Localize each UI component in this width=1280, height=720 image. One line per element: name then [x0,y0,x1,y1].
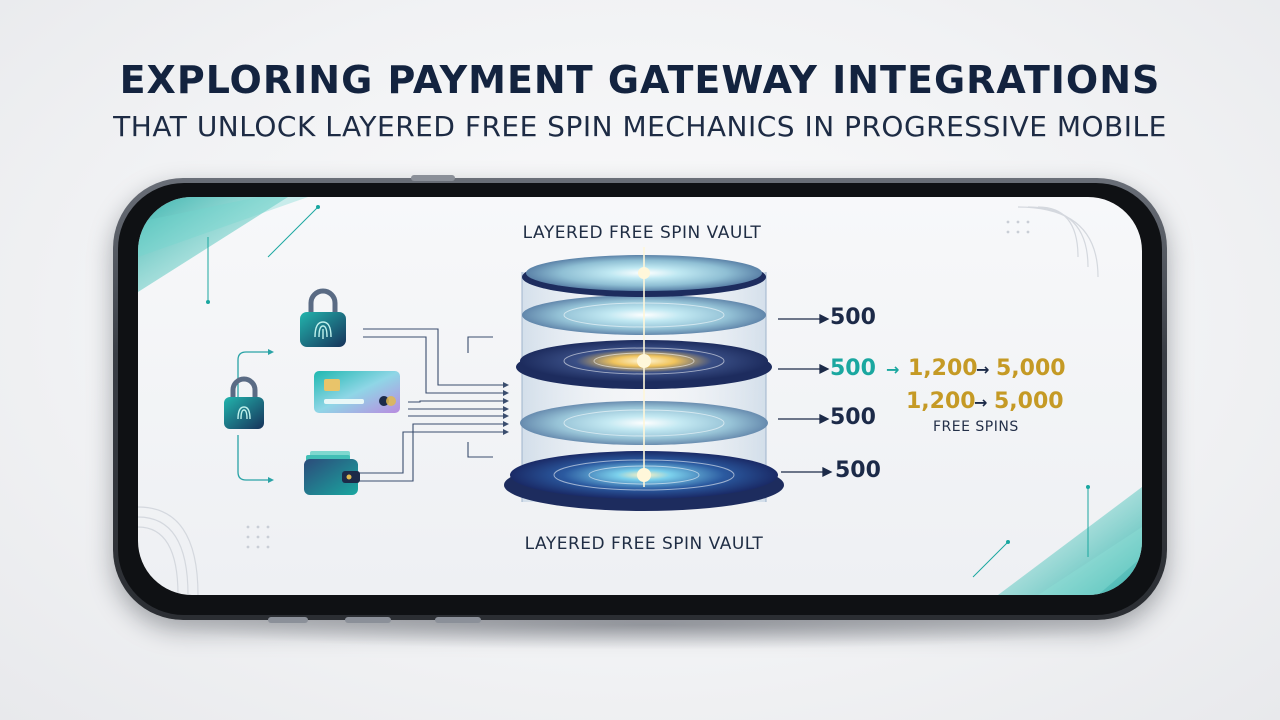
vault-top-label: LAYERED FREE SPIN VAULT [522,223,762,243]
output-row5-value: 500 [835,458,881,483]
output-row2-value-b: 1,200 [908,356,978,381]
page-subtitle: THAT UNLOCK LAYERED FREE SPIN MECHANICS … [113,110,1167,143]
output-row3-value-a: 1,200 [906,389,976,414]
credit-card-icon[interactable] [314,369,402,419]
free-spins-caption: FREE SPINS [933,419,1019,435]
phone-bezel: LAYERED FREE SPIN VAULT LAYERED FREE SPI… [118,183,1162,615]
fingerprint-padlock-icon[interactable] [298,287,348,353]
output-row2-value-a: 500 [830,356,876,381]
output-row1-value: 500 [830,305,876,330]
wallet-icon[interactable] [302,449,364,501]
arrow-icon: → [976,360,990,379]
output-row3-value-b: 5,000 [994,389,1064,414]
phone-top-button[interactable] [411,175,455,181]
padlock-icon[interactable] [222,375,266,435]
phone-screen: LAYERED FREE SPIN VAULT LAYERED FREE SPI… [138,197,1142,595]
output-row2-value-c: 5,000 [996,356,1066,381]
arrow-icon: → [886,360,900,379]
phone-device: LAYERED FREE SPIN VAULT LAYERED FREE SPI… [113,175,1167,623]
arrow-icon: → [974,393,988,412]
vault-stack [504,247,784,511]
phone-volume-up-button[interactable] [345,617,391,623]
phone-side-button[interactable] [268,617,308,623]
output-row4-value: 500 [830,405,876,430]
vault-bottom-label: LAYERED FREE SPIN VAULT [524,534,764,554]
screen-decoration [138,197,1142,595]
phone-volume-down-button[interactable] [435,617,481,623]
page-title: EXPLORING PAYMENT GATEWAY INTEGRATIONS [119,58,1161,102]
